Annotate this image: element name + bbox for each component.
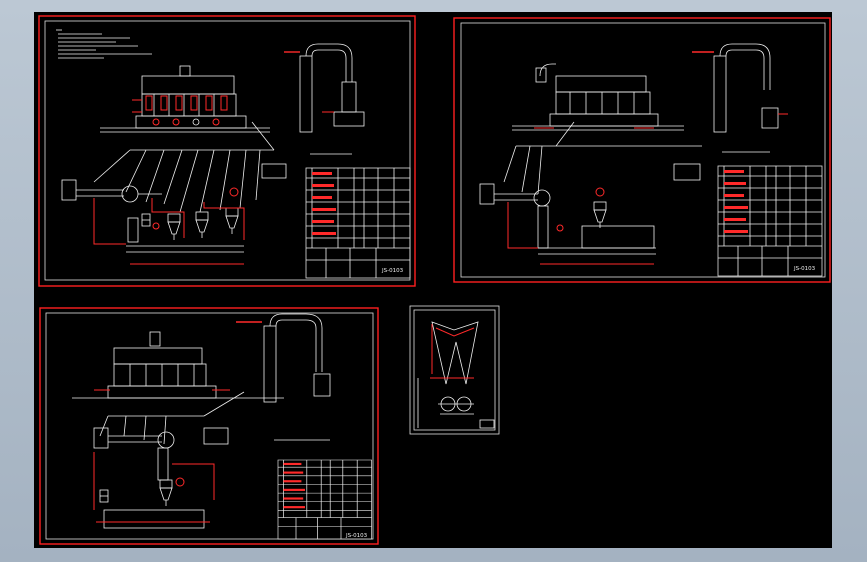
sheet-1[interactable]: JS-0103 xyxy=(38,15,416,287)
view-label-box xyxy=(261,163,287,179)
drawing-number: JS-0103 xyxy=(793,266,816,272)
title-block-3 xyxy=(277,459,373,540)
drawing-number: JS-0103 xyxy=(345,533,368,539)
process-flow-2 xyxy=(479,183,656,265)
sheet-2[interactable]: JS-0103 xyxy=(453,17,831,283)
sheet-4[interactable] xyxy=(409,305,500,435)
view-label-box-2 xyxy=(673,163,701,181)
part-leaders xyxy=(93,121,275,213)
part-leaders-2 xyxy=(503,121,702,195)
exhaust-duct-3 xyxy=(236,313,331,403)
title-block-1: JS-0103 xyxy=(305,167,411,279)
title-block-2: JS-0103 xyxy=(717,165,823,277)
drawing-canvas[interactable]: JS-0103 xyxy=(34,12,832,548)
part-leaders-3 xyxy=(99,391,245,445)
view-label-box-3 xyxy=(203,427,229,445)
exhaust-duct-2 xyxy=(692,43,788,133)
technical-notes xyxy=(56,29,152,59)
drawing-svg: JS-0103 xyxy=(38,15,831,545)
drawing-number: JS-0103 xyxy=(381,268,404,274)
dryer-elevation-3 xyxy=(72,331,284,399)
sheet-3[interactable]: JS-0103 xyxy=(39,307,379,545)
hopper-detail xyxy=(430,321,479,415)
exhaust-duct xyxy=(284,43,365,133)
dryer-elevation-2 xyxy=(512,63,684,131)
dryer-elevation xyxy=(100,65,270,133)
process-flow-3 xyxy=(93,427,215,529)
process-flow xyxy=(61,179,245,265)
